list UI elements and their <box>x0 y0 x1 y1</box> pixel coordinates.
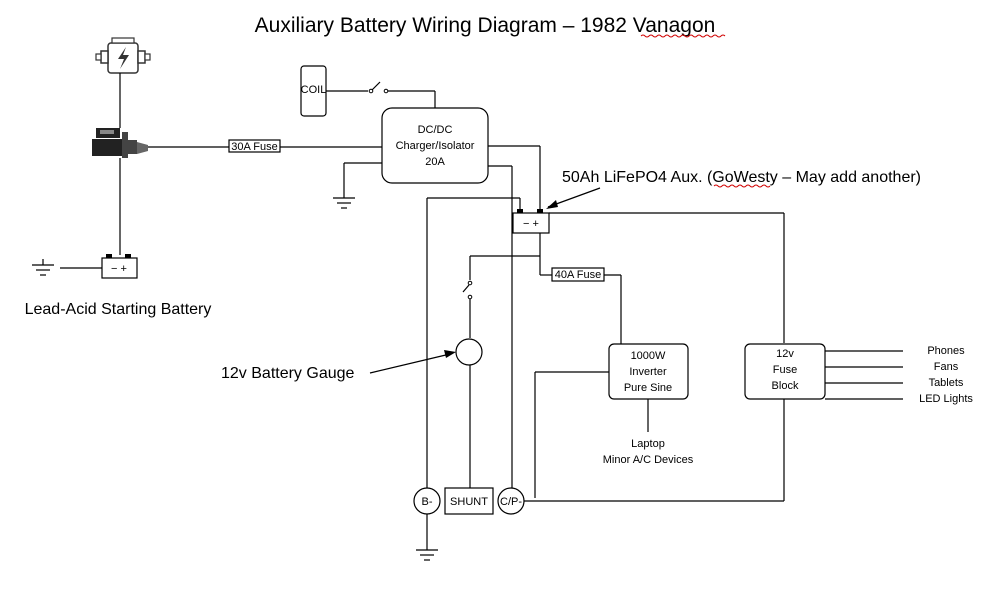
dcdc-label-line3: 20A <box>425 156 445 168</box>
load-led-lights: LED Lights <box>919 393 973 405</box>
dcdc-label-line2: Charger/Isolator <box>396 140 475 152</box>
fuse-40a-label: 40A Fuse <box>555 269 601 281</box>
fuse-block-label-line1: 12v <box>776 348 794 360</box>
battery-icon <box>512 209 550 234</box>
coil-label: COIL <box>301 84 327 96</box>
shunt-label: SHUNT <box>450 496 488 508</box>
inverter-label-line2: Inverter <box>629 366 667 378</box>
fuse-block-box <box>744 343 826 400</box>
ground-icon <box>416 549 438 561</box>
diagram-title: Auxiliary Battery Wiring Diagram – 1982 … <box>255 14 716 37</box>
inverter-label-line3: Pure Sine <box>624 382 672 394</box>
load-phones: Phones <box>927 345 965 357</box>
spellcheck-underline <box>640 34 726 38</box>
meter-cp-label: C/P- <box>500 496 522 508</box>
fuse-30a-label: 30A Fuse <box>231 141 277 153</box>
fuse-30a <box>228 139 281 153</box>
alternator-icon <box>95 37 151 74</box>
fuse-block-label-line3: Block <box>772 380 799 392</box>
load-tablets: Tablets <box>929 377 964 389</box>
gauge-icon <box>455 338 483 366</box>
gauge-label: 12v Battery Gauge <box>221 365 355 382</box>
aux-battery-label: 50Ah LiFePO4 Aux. (GoWesty – May add ano… <box>562 169 921 186</box>
meter-cp-terminal <box>497 487 525 515</box>
ground-icon <box>32 259 54 276</box>
inverter-label-line1: 1000W <box>631 350 666 362</box>
spellcheck-underline <box>713 184 771 188</box>
start-battery-terminals: − + <box>111 263 127 275</box>
meter-b-label: B- <box>422 496 433 508</box>
switch-icon <box>368 81 389 94</box>
fuse-block-label-line2: Fuse <box>773 364 797 376</box>
inverter-load-line2: Minor A/C Devices <box>603 454 694 466</box>
shunt-box <box>444 487 494 515</box>
aux-battery-terminals: − + <box>523 218 539 230</box>
dcdc-label-line1: DC/DC <box>418 124 453 136</box>
starter-motor-icon <box>92 128 148 158</box>
start-battery-label: Lead-Acid Starting Battery <box>25 301 212 318</box>
load-fans: Fans <box>934 361 959 373</box>
switch-icon <box>462 280 473 300</box>
inverter-load-line1: Laptop <box>631 438 665 450</box>
ground-icon <box>333 197 355 209</box>
